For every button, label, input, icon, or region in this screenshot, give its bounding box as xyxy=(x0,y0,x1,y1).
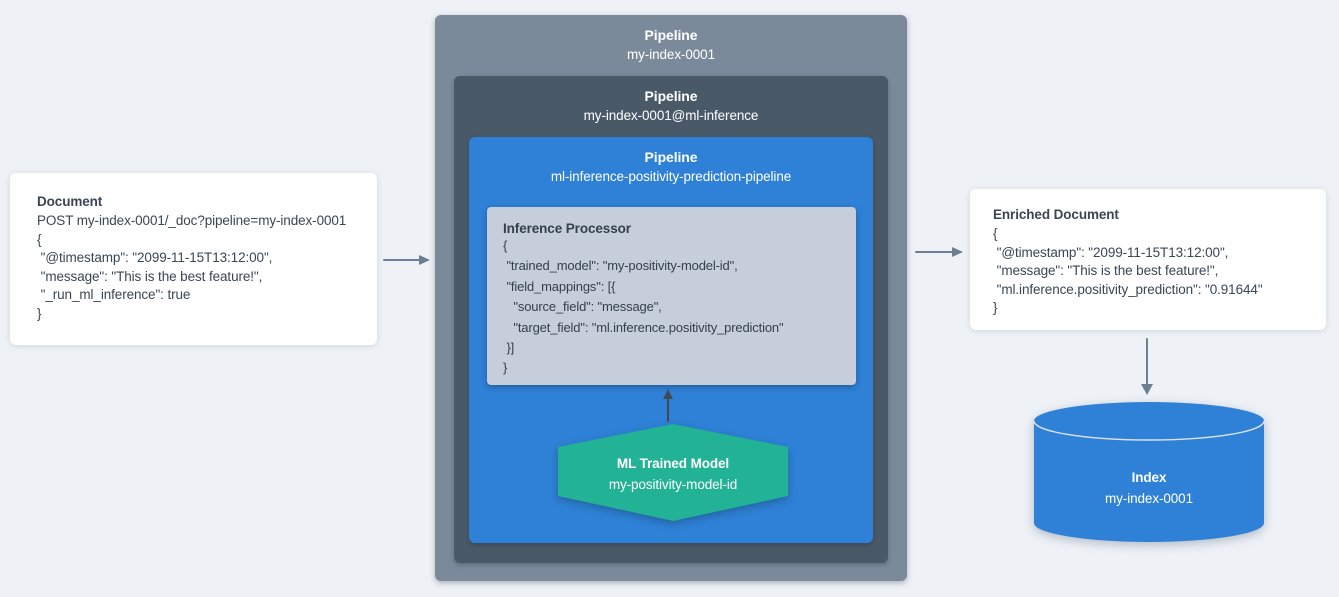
enriched-document-card: Enriched Document { "@timestamp": "2099-… xyxy=(970,189,1326,330)
ml-trained-model-text: ML Trained Model my-positivity-model-id xyxy=(558,453,788,495)
enriched-document-body: { "@timestamp": "2099-11-15T13:12:00", "… xyxy=(993,226,1263,316)
document-card: Document POST my-index-0001/_doc?pipelin… xyxy=(10,173,377,345)
arrow-document-to-pipeline-icon xyxy=(383,254,430,266)
arrow-head xyxy=(1141,384,1153,395)
arrow-head xyxy=(419,254,430,265)
document-card-title: Document xyxy=(37,194,103,209)
pipeline-inference-label: Pipeline xyxy=(644,149,698,165)
arrow-shaft xyxy=(666,397,670,422)
pipeline-ml-inference-name: my-index-0001@ml-inference xyxy=(583,108,759,123)
arrow-shaft xyxy=(383,258,421,262)
pipeline-outer-label: Pipeline xyxy=(644,27,698,43)
ml-trained-model-label: ML Trained Model xyxy=(616,456,730,471)
arrow-model-to-processor-icon xyxy=(662,389,674,422)
arrow-pipeline-to-enriched-icon xyxy=(915,246,963,258)
index-label: Index xyxy=(1131,470,1167,485)
document-card-body: POST my-index-0001/_doc?pipeline=my-inde… xyxy=(37,213,347,321)
index-name: my-index-0001 xyxy=(1105,491,1193,506)
pipeline-ml-inference-label: Pipeline xyxy=(644,88,698,104)
index-text: Index my-index-0001 xyxy=(1033,467,1265,509)
arrow-head xyxy=(952,246,963,257)
database-cylinder-icon xyxy=(1033,402,1265,542)
inference-processor-box: Inference Processor { "trained_model": "… xyxy=(487,207,856,385)
pipeline-outer-box: Pipeline my-index-0001 Pipeline my-index… xyxy=(435,15,907,581)
pipeline-outer-name: my-index-0001 xyxy=(627,47,715,62)
ml-trained-model-name: my-positivity-model-id xyxy=(608,477,738,492)
arrow-shaft xyxy=(1145,338,1149,386)
enriched-document-title: Enriched Document xyxy=(993,207,1119,222)
hexagon-icon xyxy=(558,424,788,521)
ml-trained-model-node: ML Trained Model my-positivity-model-id xyxy=(558,424,788,521)
arrow-enriched-to-index-icon xyxy=(1141,338,1153,395)
arrow-head xyxy=(662,389,673,399)
pipeline-inference-name: ml-inference-positivity-prediction-pipel… xyxy=(550,169,792,184)
arrow-shaft xyxy=(915,250,954,254)
index-node: Index my-index-0001 xyxy=(1033,401,1265,543)
inference-processor-body: { "trained_model": "my-positivity-model-… xyxy=(503,238,784,376)
pipeline-ml-inference-box: Pipeline my-index-0001@ml-inference Pipe… xyxy=(454,76,888,563)
inference-processor-title: Inference Processor xyxy=(503,221,631,236)
pipeline-inference-box: Pipeline ml-inference-positivity-predict… xyxy=(469,137,873,543)
